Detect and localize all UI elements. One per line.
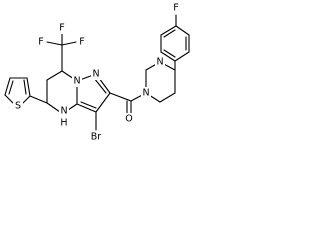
atom-piperazine-nitrogen: N bbox=[156, 57, 163, 68]
atom-pyrazole-nitrogen: N bbox=[92, 69, 99, 80]
bond-thiophene-double bbox=[23, 79, 27, 95]
bond-pyrazole-double bbox=[93, 77, 107, 94]
bond-phenyl-double bbox=[163, 49, 176, 58]
bond-pyrimidine bbox=[46, 102, 61, 113]
bond-phenyl bbox=[174, 51, 190, 62]
bond-pyrazole-double bbox=[80, 101, 97, 109]
atom-pyrazole-nitrogen: N bbox=[73, 76, 80, 87]
bond-pyrimidine bbox=[67, 103, 78, 111]
bond-cf bbox=[61, 41, 77, 46]
bond-thiophene bbox=[21, 95, 31, 105]
atom-labels: F N N O N N Br N H F F F S bbox=[13, 2, 181, 143]
atom-fluorine: F bbox=[79, 37, 84, 48]
bond-thiophene bbox=[26, 77, 31, 97]
atom-bromine: Br bbox=[91, 132, 102, 143]
bond-thiophene-double bbox=[8, 80, 14, 95]
atom-piperazine-nitrogen: N bbox=[142, 88, 149, 99]
atom-fluorine: F bbox=[173, 3, 178, 14]
bond-cf bbox=[46, 41, 63, 46]
bond-pyrazole bbox=[76, 103, 97, 113]
bond-phenyl bbox=[175, 25, 190, 36]
atom-fluorine: F bbox=[59, 23, 64, 34]
bond-pyrimidine bbox=[46, 70, 63, 81]
bond-thiophene bbox=[4, 77, 11, 96]
molecule-structure-diagram: F N N O N N Br N H F F F S bbox=[4, 2, 190, 143]
bond-phenyl bbox=[160, 51, 176, 62]
atom-amine-nitrogen: N bbox=[60, 106, 67, 117]
bond-piperazine bbox=[159, 92, 176, 103]
atom-hydrogen: H bbox=[60, 118, 67, 129]
bond-thiophene-link bbox=[29, 95, 48, 104]
bond-phenyl bbox=[160, 25, 177, 36]
atom-fluorine: F bbox=[38, 37, 43, 48]
bond-pyrazole bbox=[95, 92, 111, 113]
bond-thiophene bbox=[4, 94, 15, 105]
bond-carbonyl-pyrazole bbox=[109, 92, 132, 102]
atom-oxygen: O bbox=[125, 114, 132, 125]
atom-sulfur: S bbox=[15, 101, 21, 112]
bond-phenyl-double bbox=[163, 29, 176, 38]
